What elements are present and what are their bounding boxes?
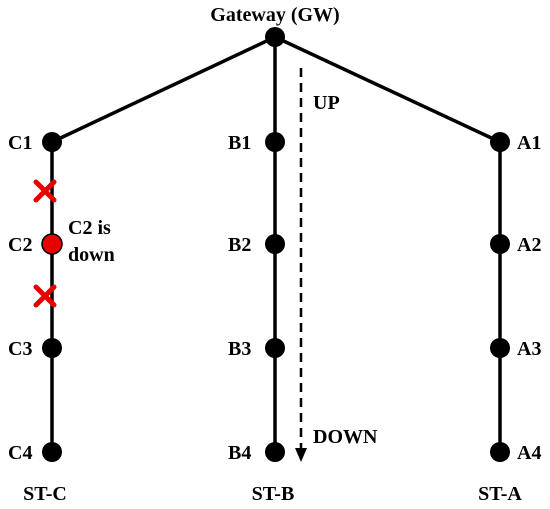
status-line-2: down	[68, 244, 115, 266]
node-label-a3: A3	[517, 338, 541, 360]
node-label-b2: B2	[228, 234, 251, 256]
node-b3	[265, 338, 285, 358]
edge-gw-c1	[51, 35, 276, 144]
node-a1	[490, 132, 510, 152]
node-label-a4: A4	[517, 442, 541, 464]
gateway-label: Gateway (GW)	[210, 4, 339, 26]
node-a4	[490, 442, 510, 462]
flow-arrow-head	[295, 448, 307, 462]
node-label-c4: C4	[8, 442, 32, 464]
node-label-b4: B4	[228, 442, 251, 464]
node-c4	[42, 442, 62, 462]
node-label-c2: C2	[8, 234, 32, 256]
node-a2	[490, 234, 510, 254]
node-label-a2: A2	[517, 234, 541, 256]
node-label-b3: B3	[228, 338, 251, 360]
x-mark-icon	[33, 179, 57, 203]
node-label-c3: C3	[8, 338, 32, 360]
station-label-c: ST-C	[23, 483, 67, 505]
station-label-a: ST-A	[478, 483, 522, 505]
node-label-c1: C1	[8, 132, 32, 154]
x-mark-icon	[33, 284, 57, 308]
node-a3	[490, 338, 510, 358]
node-b1	[265, 132, 285, 152]
node-label-b1: B1	[228, 132, 251, 154]
station-label-b: ST-B	[252, 483, 295, 505]
node-b4	[265, 442, 285, 462]
node-c2-down	[41, 233, 63, 255]
gateway-node	[265, 27, 285, 47]
node-b2	[265, 234, 285, 254]
status-line-1: C2 is	[68, 217, 111, 239]
node-label-a1: A1	[517, 132, 541, 154]
flow-down-label: DOWN	[313, 426, 378, 448]
edge-gw-a1	[274, 35, 501, 144]
flow-up-label: UP	[313, 92, 340, 114]
node-c3	[42, 338, 62, 358]
node-c1	[42, 132, 62, 152]
